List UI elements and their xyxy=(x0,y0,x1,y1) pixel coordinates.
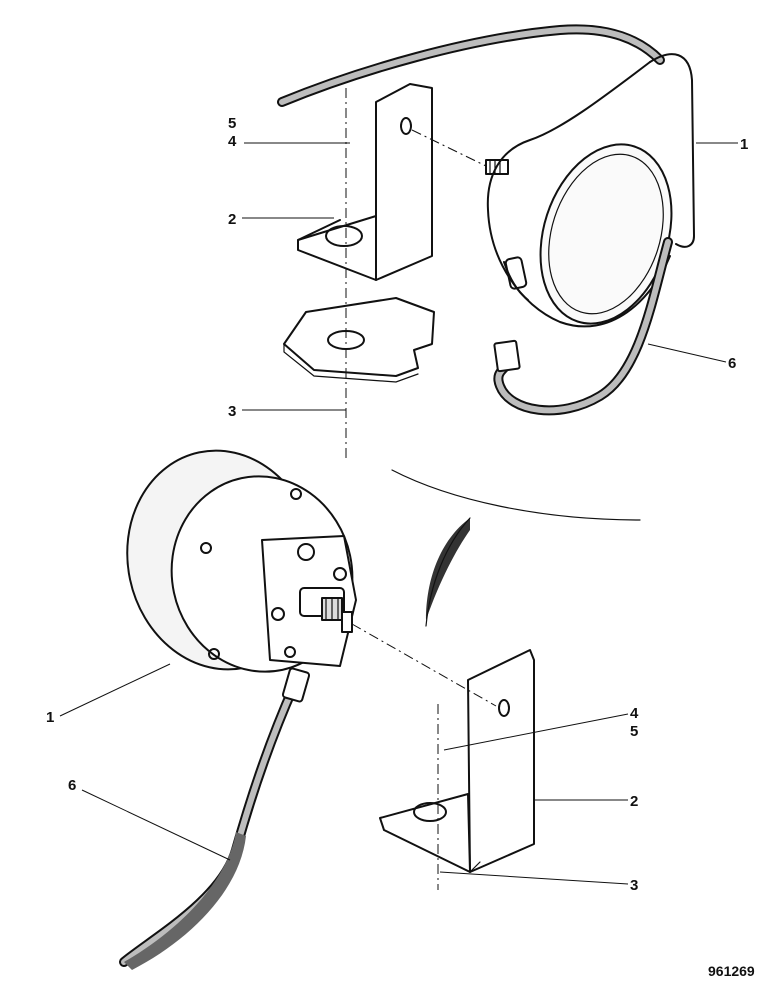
bottom-panel-sweep xyxy=(391,469,641,627)
top-horn-stud xyxy=(485,159,509,175)
callout-bottom-2: 2 xyxy=(630,793,638,810)
bottom-stud-centerline xyxy=(351,623,497,707)
callout-top-4: 4 xyxy=(228,133,237,150)
callout-top-1: 1 xyxy=(740,136,748,153)
top-connector-lead xyxy=(493,237,673,416)
top-mounting-bracket xyxy=(297,83,433,281)
callout-top-2: 2 xyxy=(228,211,236,228)
callout-top-6: 6 xyxy=(728,355,736,372)
callout-bottom-3: 3 xyxy=(630,877,638,894)
callout-top-5: 5 xyxy=(228,115,236,132)
top-horn-body xyxy=(486,53,695,328)
callout-top-3: 3 xyxy=(228,403,236,420)
bottom-horn-lead-wire xyxy=(119,667,311,970)
callout-bottom-1: 1 xyxy=(46,709,54,726)
callout-bottom-4: 4 xyxy=(630,705,639,722)
top-stud-centerline xyxy=(411,129,487,167)
top-horn-assembly xyxy=(277,24,695,460)
top-spacer-plate xyxy=(283,297,435,383)
bottom-horn-terminal xyxy=(299,587,353,633)
bottom-mounting-bracket xyxy=(379,649,535,873)
top-horn-supply-wire xyxy=(277,24,665,107)
bottom-horn-assembly xyxy=(119,449,641,970)
leader-lines xyxy=(59,142,738,885)
bottom-horn-body xyxy=(126,449,357,673)
callout-bottom-5: 5 xyxy=(630,723,638,740)
callout-bottom-6: 6 xyxy=(68,777,76,794)
drawing-number: 961269 xyxy=(708,963,755,979)
